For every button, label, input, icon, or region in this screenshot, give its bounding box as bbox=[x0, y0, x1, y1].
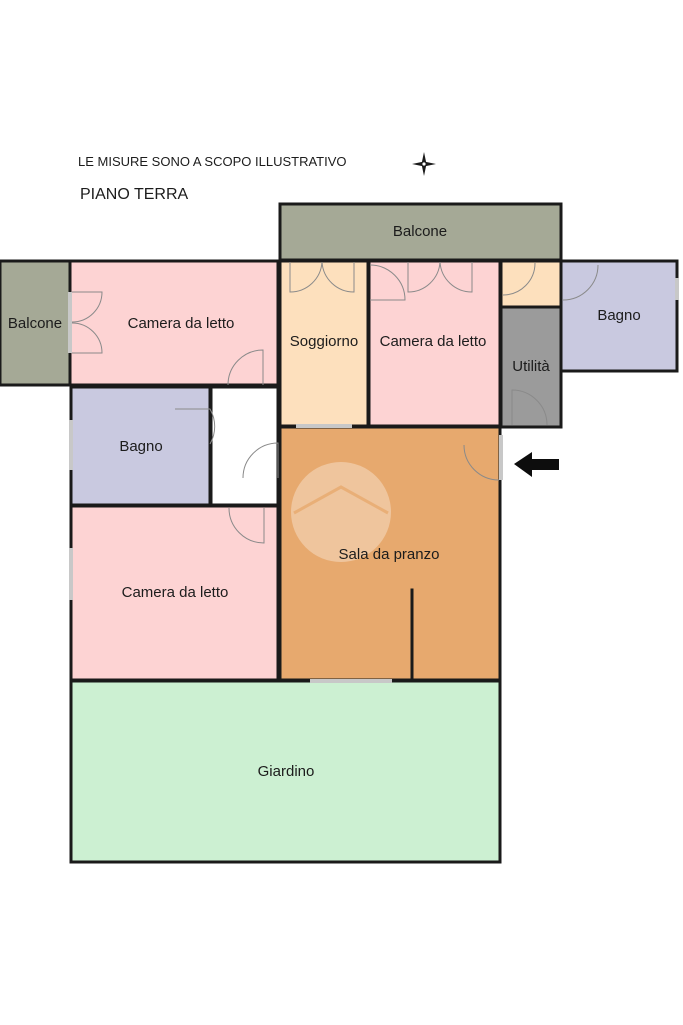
room-hall bbox=[211, 387, 278, 505]
label-camera-top-left: Camera da letto bbox=[128, 315, 235, 332]
room-soggiorno bbox=[280, 261, 368, 426]
arrow-left-icon bbox=[514, 452, 559, 477]
label-soggiorno: Soggiorno bbox=[290, 333, 358, 350]
label-balcone-top: Balcone bbox=[393, 223, 447, 240]
room-closet-small bbox=[501, 261, 561, 307]
room-sala-da-pranzo bbox=[280, 427, 500, 680]
room-bagno-left bbox=[71, 387, 210, 505]
label-camera-bottom: Camera da letto bbox=[122, 584, 229, 601]
label-giardino: Giardino bbox=[258, 763, 315, 780]
house-logo-icon bbox=[291, 462, 391, 562]
label-utilita: Utilità bbox=[512, 358, 550, 375]
door-arcs bbox=[71, 261, 599, 544]
room-utilita bbox=[501, 307, 561, 427]
room-bagno-right bbox=[561, 261, 677, 371]
windows bbox=[68, 278, 679, 683]
compass-north-icon bbox=[412, 152, 436, 176]
label-sala-da-pranzo: Sala da pranzo bbox=[339, 546, 440, 563]
disclaimer-note: LE MISURE SONO A SCOPO ILLUSTRATIVO bbox=[78, 154, 347, 169]
label-bagno-right: Bagno bbox=[597, 307, 640, 324]
room-balcone-left bbox=[0, 261, 70, 385]
label-bagno-left: Bagno bbox=[119, 438, 162, 455]
walls bbox=[0, 202, 679, 864]
room-camera-top-left bbox=[70, 261, 278, 385]
floor-title: PIANO TERRA bbox=[80, 186, 189, 203]
label-balcone-left: Balcone bbox=[8, 315, 62, 332]
room-camera-top-right bbox=[369, 261, 500, 426]
label-camera-top-right: Camera da letto bbox=[380, 333, 487, 350]
room-camera-bottom bbox=[71, 506, 278, 680]
room-giardino bbox=[71, 681, 500, 862]
room-balcone-top bbox=[280, 204, 561, 260]
